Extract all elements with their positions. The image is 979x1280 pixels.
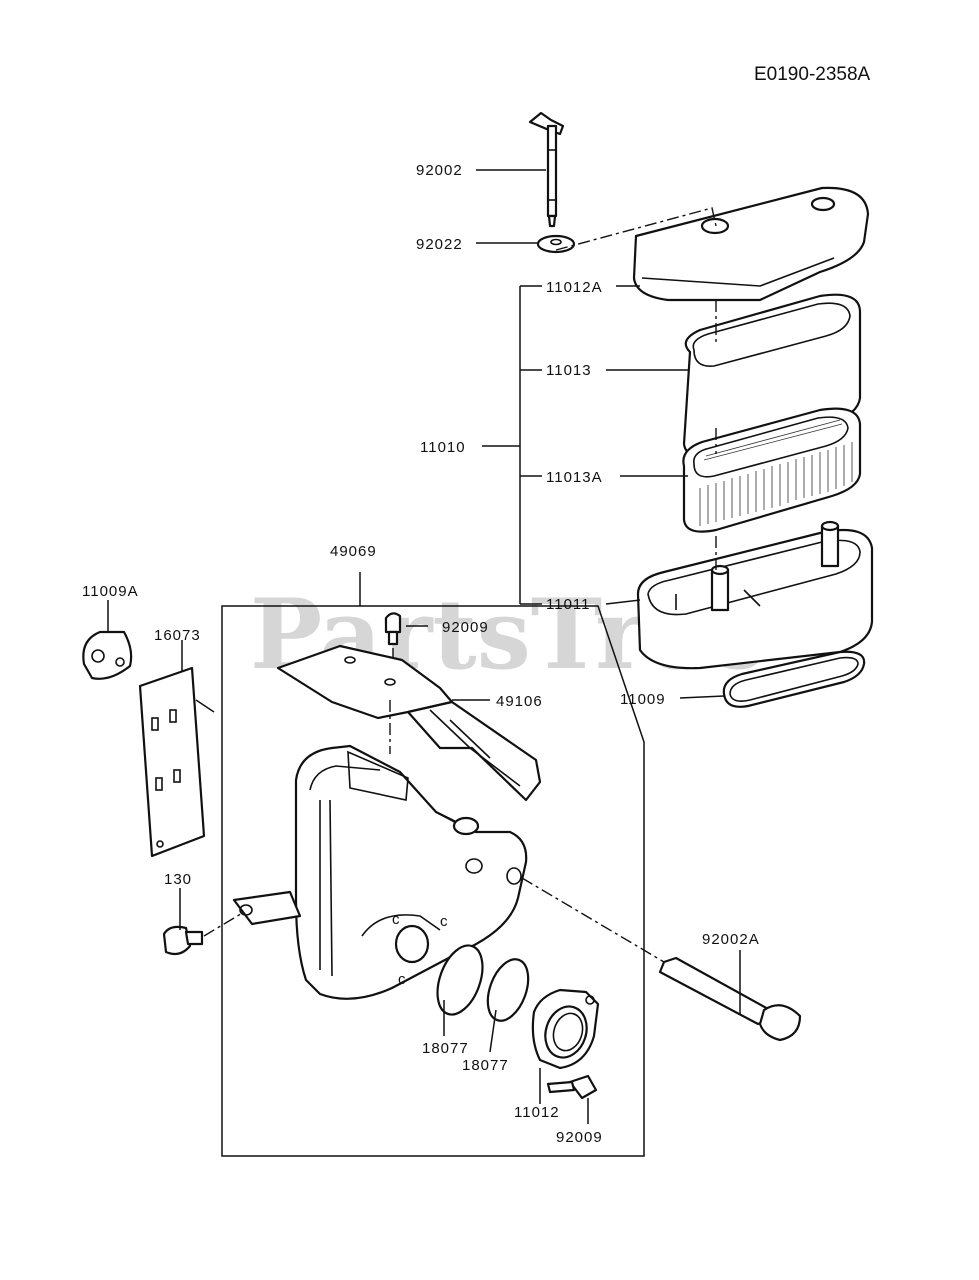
gasket-18077-b[interactable] [480,954,536,1026]
label-11012: 11012 [514,1104,560,1121]
label-11010: 11010 [420,439,466,456]
svg-text:c: c [398,971,407,988]
plate-16073[interactable] [138,666,206,858]
muffler-group-box [221,572,645,1157]
label-11011: 11011 [546,596,591,613]
label-92009-bottom: 92009 [556,1129,603,1146]
flange-11012[interactable] [531,988,600,1070]
label-18077-a: 18077 [422,1040,469,1057]
label-92002: 92002 [416,162,463,179]
diagram-code: E0190-2358A [754,64,871,85]
svg-text:c: c [440,913,449,930]
label-11009A: 11009A [82,583,139,600]
label-18077-b: 18077 [462,1057,509,1074]
bolt-130[interactable] [162,925,204,956]
svg-text:c: c [392,911,401,928]
gasket-18077-a[interactable] [429,939,491,1020]
wing-bolt-92002[interactable] [528,111,565,228]
label-11012A: 11012A [546,279,603,296]
gasket-11009[interactable] [722,650,866,708]
label-49069: 49069 [330,543,377,560]
paper-element-11013A[interactable] [682,407,862,533]
label-11013A: 11013A [546,469,603,486]
assembly-line-bolt [555,207,717,251]
gasket-11009A[interactable] [82,630,133,680]
label-11013: 11013 [546,362,592,379]
label-92022: 92022 [416,236,463,253]
label-92009-top: 92009 [442,619,489,636]
bolt-92009-top[interactable] [384,612,402,646]
label-92002A: 92002A [702,931,760,948]
air-cleaner-base-11011[interactable] [636,520,874,670]
long-bolt-92002A[interactable] [658,956,802,1042]
label-11009: 11009 [620,691,666,708]
label-16073: 16073 [154,627,201,644]
muffler-body[interactable]: c c c [232,744,528,1000]
air-cleaner-cover-11012A[interactable] [632,186,870,302]
label-130: 130 [164,871,192,888]
label-49106: 49106 [496,693,543,710]
heat-shield-49106[interactable] [276,644,542,802]
assembly-bracket-11010 [482,285,542,605]
bolt-92009-bottom[interactable] [546,1074,598,1100]
